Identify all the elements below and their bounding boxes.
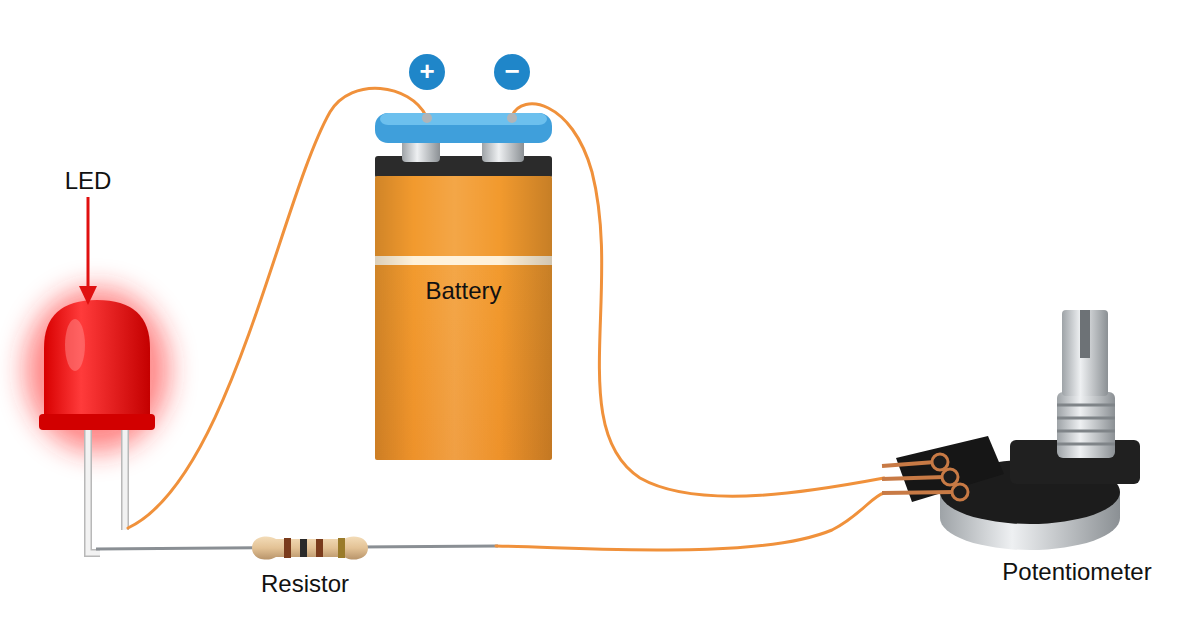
snap-connector xyxy=(375,113,552,143)
pot-thread xyxy=(1057,443,1115,446)
polarity-badge: + xyxy=(409,54,445,90)
pot-pad xyxy=(942,469,958,485)
wires xyxy=(128,88,884,550)
snap-rivet xyxy=(422,113,432,123)
polarity-sign: + xyxy=(419,58,434,84)
wire xyxy=(512,104,884,496)
pointer-line xyxy=(87,197,90,288)
led-leg xyxy=(88,428,100,553)
polarity-badge: − xyxy=(494,54,530,90)
resistor-band xyxy=(316,539,323,557)
part-label: Resistor xyxy=(261,570,349,598)
pointer-head xyxy=(79,286,97,305)
led-leg xyxy=(88,428,100,553)
pot-pin xyxy=(882,477,945,479)
pot-slot xyxy=(1080,310,1090,358)
wire xyxy=(496,493,884,550)
resistor-symbol xyxy=(96,536,498,559)
node-text: Battery xyxy=(375,279,552,303)
led-rim xyxy=(39,414,155,430)
led-glow xyxy=(25,288,169,452)
pot-shaft xyxy=(1062,310,1108,396)
part-label: Potentiometer xyxy=(1002,558,1151,586)
battery-top xyxy=(375,113,552,178)
snap-rivet xyxy=(507,113,517,123)
snap-highlight xyxy=(380,113,547,125)
pot-thread xyxy=(1057,430,1115,433)
pot-pad xyxy=(952,484,968,500)
battery-body: Battery xyxy=(375,176,552,460)
pot-thread xyxy=(1057,417,1115,420)
resistor-band xyxy=(338,538,345,558)
led-symbol xyxy=(25,288,169,553)
pot-pad xyxy=(932,454,948,470)
pot-thread xyxy=(1057,404,1115,407)
led-dome xyxy=(44,300,150,420)
battery-cap xyxy=(375,156,552,178)
potentiometer-symbol xyxy=(882,310,1140,550)
pot-pin xyxy=(882,492,955,493)
led-leg xyxy=(123,428,128,530)
part-label: LED xyxy=(65,167,112,195)
polarity-sign: − xyxy=(504,58,519,84)
pot-bushing xyxy=(1057,392,1115,458)
led-highlight xyxy=(65,319,85,371)
led-pointer xyxy=(79,197,97,305)
led-leg xyxy=(121,428,129,530)
pot-pin xyxy=(882,462,935,466)
resistor-body xyxy=(252,536,368,559)
resistor-band xyxy=(284,538,291,558)
resistor-band xyxy=(300,539,307,557)
